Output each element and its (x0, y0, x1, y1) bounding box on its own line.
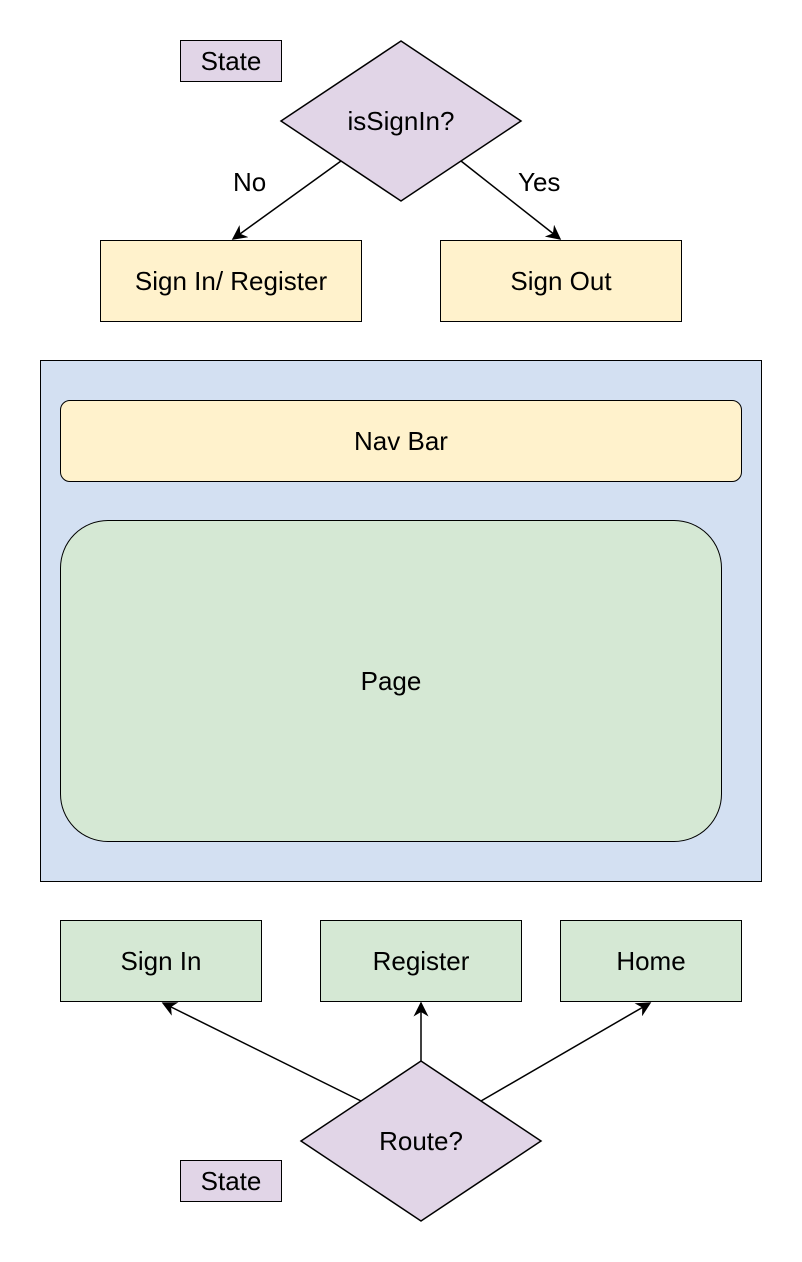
signin-register-label: Sign In/ Register (134, 265, 328, 296)
home-box[interactable]: Home (560, 920, 742, 1002)
sign-out-label: Sign Out (510, 265, 612, 296)
sign-in-box[interactable]: Sign In (60, 920, 262, 1002)
state-tag-bottom: State (180, 1160, 282, 1202)
sign-in-label: Sign In (120, 945, 202, 976)
register-label: Register (372, 945, 470, 976)
edge-to-home (480, 1002, 652, 1102)
state-tag-top: State (180, 40, 282, 82)
sign-out-box[interactable]: Sign Out (440, 240, 682, 322)
decision-bottom-label: Route? (379, 1126, 463, 1156)
edge-yes-line (460, 160, 562, 240)
register-box[interactable]: Register (320, 920, 522, 1002)
decision-top-label: isSignIn? (347, 106, 455, 136)
signin-register-box[interactable]: Sign In/ Register (100, 240, 362, 322)
home-label: Home (616, 945, 686, 976)
edge-to-sign-in (161, 1002, 362, 1102)
state-tag-top-label: State (200, 45, 262, 76)
state-tag-bottom-label: State (200, 1165, 262, 1196)
edge-yes-label: Yes (518, 167, 561, 197)
page-label: Page (360, 665, 422, 696)
edge-no-label: No (233, 167, 267, 197)
nav-bar-box[interactable]: Nav Bar (60, 400, 742, 482)
page-box[interactable]: Page (60, 520, 722, 842)
edge-no-line (231, 160, 342, 240)
nav-bar-label: Nav Bar (354, 425, 448, 456)
